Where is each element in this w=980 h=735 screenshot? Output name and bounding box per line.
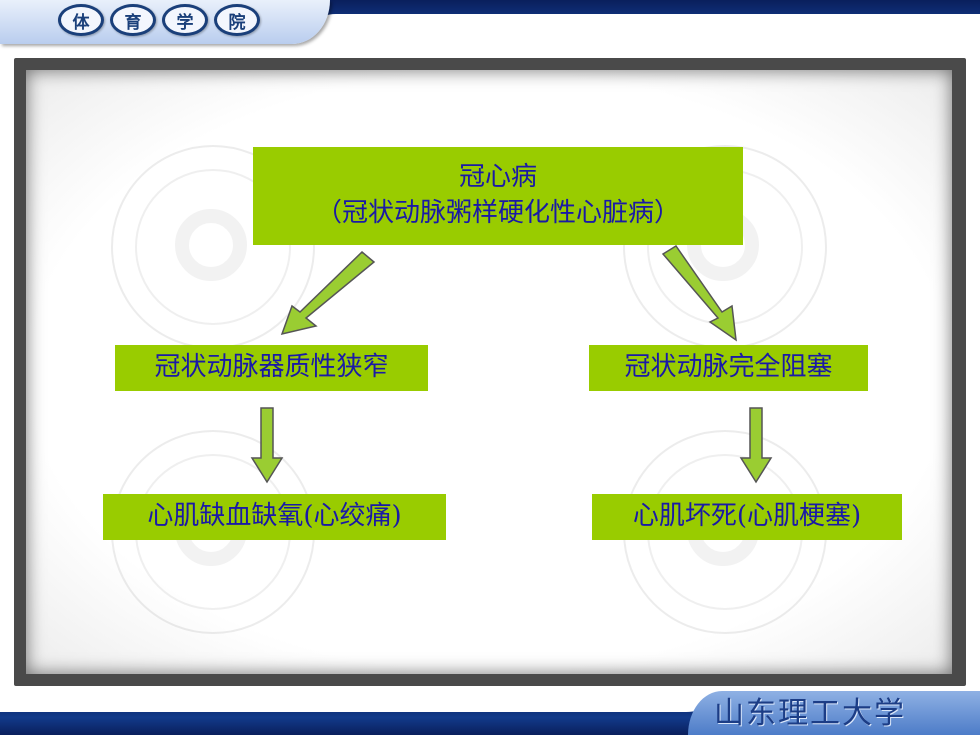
arrow-right-down-icon: [739, 407, 773, 484]
bottom-banner-curve: [0, 688, 720, 712]
watermark-seal-icon: [111, 145, 315, 349]
university-name: 山东理工大学: [714, 696, 906, 731]
arrow-root-to-right-icon: [661, 244, 737, 342]
root-node-title: 冠心病: [458, 162, 537, 192]
diagram-node-angina: 心肌缺血缺氧(心绞痛): [103, 494, 446, 540]
diagram-node-stenosis: 冠状动脉器质性狭窄: [115, 345, 428, 391]
badge-ti: 体: [58, 4, 104, 36]
badge-yuan: 院: [214, 4, 260, 36]
diagram-root-node: 冠心病 （冠状动脉粥样硬化性心脏病）: [253, 147, 743, 245]
arrow-root-to-left-icon: [280, 250, 376, 336]
badge-yu: 育: [110, 4, 156, 36]
arrow-left-down-icon: [250, 407, 284, 484]
footer-logo-panel: [688, 691, 980, 735]
badge-xue: 学: [162, 4, 208, 36]
diagram-node-occlusion: 冠状动脉完全阻塞: [589, 345, 868, 391]
college-name-badges: 体 育 学 院: [58, 4, 260, 36]
top-banner-curve: [300, 14, 980, 44]
diagram-node-infarction: 心肌坏死(心肌梗塞): [592, 494, 902, 540]
root-node-subtitle: （冠状动脉粥样硬化性心脏病）: [315, 198, 680, 228]
